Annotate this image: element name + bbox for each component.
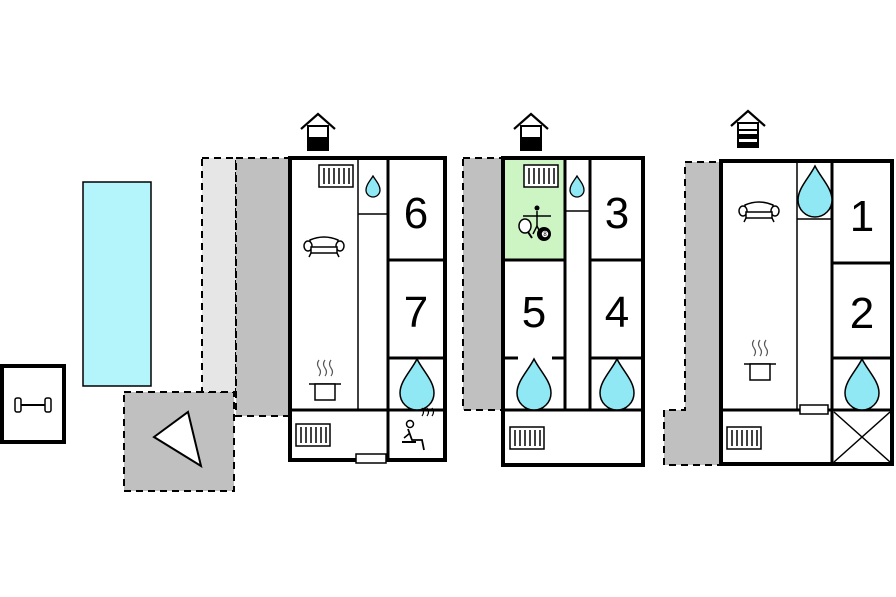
terrace xyxy=(663,161,722,466)
room-number-4: 4 xyxy=(605,288,629,337)
entrance-house-icon xyxy=(512,112,550,152)
radiator-icon xyxy=(318,164,354,188)
fitness-room xyxy=(0,364,66,444)
door-mat xyxy=(799,404,829,415)
radiator-icon xyxy=(295,423,331,447)
terrace xyxy=(462,157,504,411)
swimming-pool xyxy=(82,181,152,387)
fitness-dumbbell-icon xyxy=(14,397,52,413)
svg-text:8: 8 xyxy=(543,232,547,238)
entrance-house-icon xyxy=(729,109,767,149)
room-number-5: 5 xyxy=(522,288,546,337)
room-number-1: 1 xyxy=(850,192,874,241)
billiard-ball-icon: 8 xyxy=(537,227,551,241)
room-number-2: 2 xyxy=(850,289,874,338)
radiator-icon xyxy=(509,426,545,450)
technical-room xyxy=(833,411,891,463)
radiator-icon xyxy=(726,426,762,450)
terrace-light xyxy=(201,157,237,393)
entrance-house-icon xyxy=(299,112,337,152)
room-number-6: 6 xyxy=(404,189,428,238)
door-mat xyxy=(355,453,387,464)
room-number-3: 3 xyxy=(605,189,629,238)
radiator-icon xyxy=(523,164,559,188)
garden-terrace xyxy=(123,391,235,492)
room-number-7: 7 xyxy=(404,288,428,337)
sauna-icon xyxy=(402,407,435,451)
terrace xyxy=(235,157,291,417)
sun-lounger-icon xyxy=(152,410,203,469)
